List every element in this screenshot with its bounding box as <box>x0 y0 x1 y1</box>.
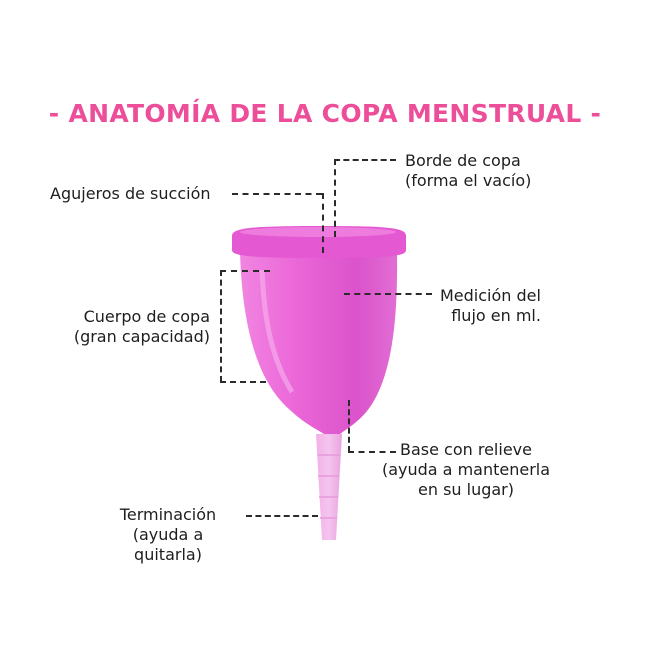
label-line: (ayuda a <box>132 525 204 544</box>
leader-base-vertical <box>348 400 350 452</box>
leader-borde-vertical <box>334 159 336 237</box>
label-line: (gran capacidad) <box>73 327 210 346</box>
rim-highlight <box>240 227 396 237</box>
cup-stem <box>316 434 342 540</box>
cup-body <box>240 252 398 434</box>
label-terminacion: Terminación (ayuda a quitarla) <box>98 505 238 565</box>
label-line: (forma el vacío) <box>405 171 532 190</box>
label-line: flujo en ml. <box>451 306 541 325</box>
leader-agujeros-vertical <box>322 193 324 253</box>
label-line: Cuerpo de copa <box>83 307 210 326</box>
label-line: (ayuda a mantenerla <box>381 460 551 479</box>
label-line: Borde de copa <box>405 151 521 170</box>
label-cuerpo-de-copa: Cuerpo de copa (gran capacidad) <box>40 307 210 347</box>
label-line: Base con relieve <box>400 440 532 459</box>
label-agujeros-de-succion: Agujeros de succión <box>50 184 211 204</box>
leader-borde-horizontal <box>334 159 396 161</box>
leader-medicion-horizontal <box>344 293 432 295</box>
label-line: Terminación <box>119 505 217 524</box>
label-medicion-del-flujo: Medición del flujo en ml. <box>440 286 541 326</box>
label-line: en su lugar) <box>418 480 514 499</box>
label-line: quitarla) <box>134 545 202 564</box>
leader-cuerpo-top <box>220 270 270 272</box>
label-line: Medición del <box>440 286 541 305</box>
leader-agujeros-horizontal <box>232 193 322 195</box>
leader-base-horizontal <box>348 451 396 453</box>
label-line: Agujeros de succión <box>50 184 211 203</box>
label-borde-de-copa: Borde de copa (forma el vacío) <box>405 151 531 191</box>
leader-cuerpo-bottom <box>220 381 266 383</box>
label-base-con-relieve: Base con relieve (ayuda a mantenerla en … <box>381 440 551 500</box>
leader-terminacion-horizontal <box>246 515 318 517</box>
leader-cuerpo-vertical <box>220 270 222 382</box>
diagram-title: - ANATOMÍA DE LA COPA MENSTRUAL - <box>48 99 602 128</box>
body-highlight <box>259 269 295 394</box>
